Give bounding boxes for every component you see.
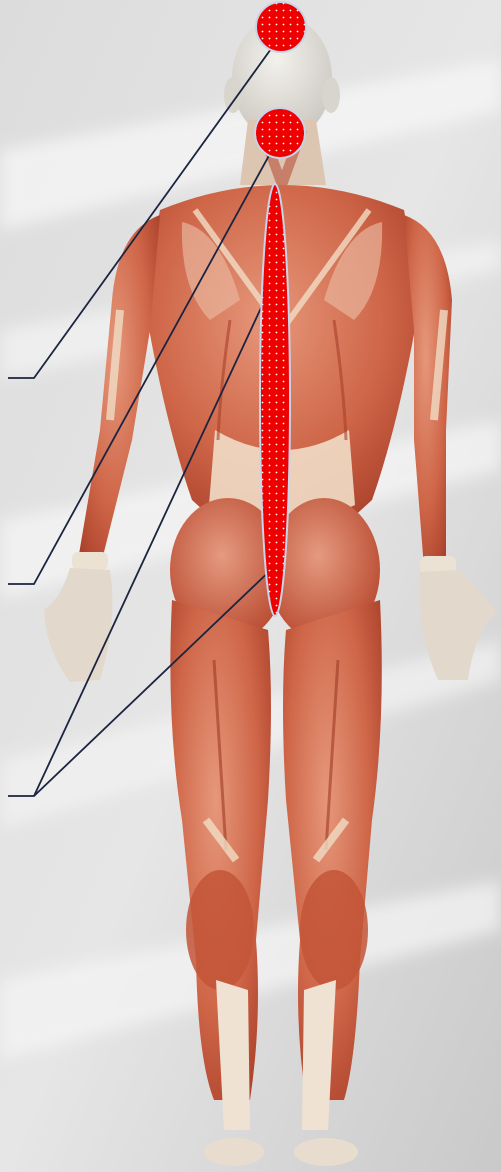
head-marker [256, 2, 306, 52]
leader-lines [8, 42, 283, 796]
neck-marker [255, 108, 305, 158]
callout-head-line [8, 42, 276, 378]
spine-marker [260, 184, 290, 616]
callout-back-line-upper [34, 280, 274, 796]
callout-back-line-lower [8, 565, 276, 796]
